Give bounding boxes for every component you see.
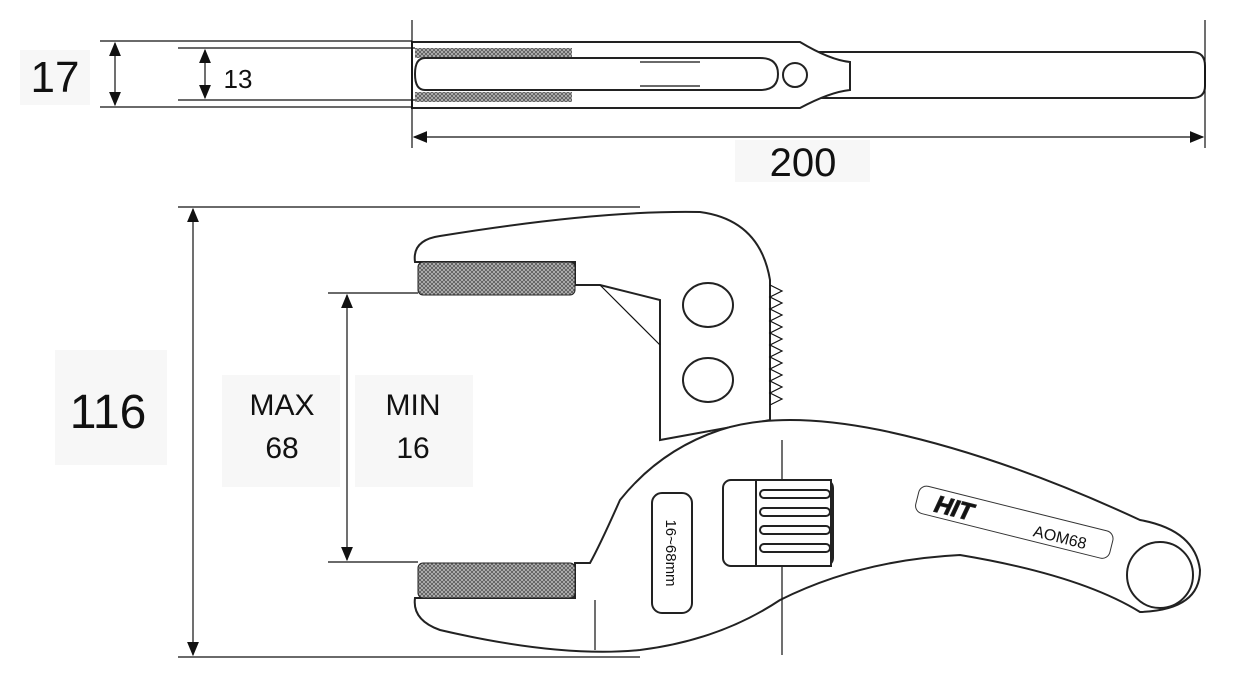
height-label: 116 [70, 386, 147, 439]
dimension-13: 13 [178, 47, 415, 101]
min-value: 16 [396, 432, 429, 465]
front-view-wrench: 16~68mm HIT AOM68 [413, 210, 1202, 655]
top-view-wrench [411, 41, 1206, 109]
dimension-17: 17 [20, 40, 412, 108]
bottom-jaw-pad [415, 92, 572, 102]
range-marking: 16~68mm [662, 519, 679, 586]
max-label: MAX [249, 389, 314, 422]
top-jaw-pad [415, 48, 572, 58]
upper-jaw-pad [417, 261, 576, 296]
lower-jaw-pad [417, 562, 576, 599]
min-label: MIN [386, 389, 441, 422]
max-value: 68 [265, 432, 298, 465]
dimension-116: 116 [55, 206, 640, 658]
jaw-opening-dimension: MAX 68 MIN 16 [222, 292, 473, 563]
jaw-thickness-label: 13 [224, 64, 253, 94]
thickness-label: 17 [31, 53, 80, 102]
length-label: 200 [770, 141, 837, 185]
dimension-200: 200 [411, 20, 1206, 185]
